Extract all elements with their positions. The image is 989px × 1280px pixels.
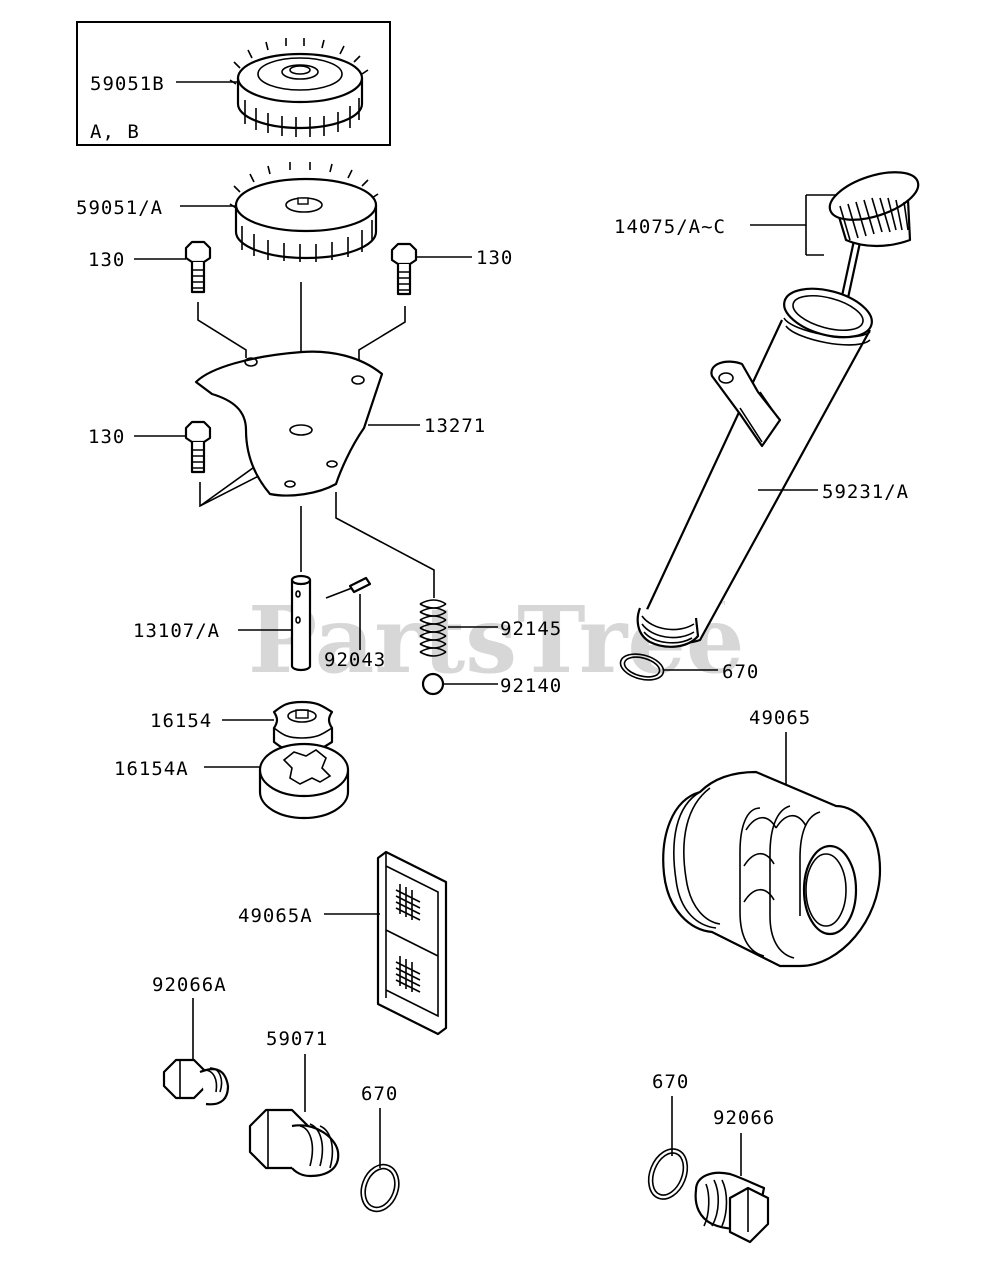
gear-59051[interactable] [229, 162, 379, 262]
label-13271[interactable]: 13271 [424, 415, 486, 437]
label-670-tube[interactable]: 670 [722, 661, 759, 683]
label-49065a[interactable]: 49065A [238, 905, 313, 927]
pin-92043[interactable] [348, 576, 372, 594]
bolt-130-right[interactable] [390, 242, 418, 296]
dipstick-14075[interactable] [824, 163, 924, 299]
label-59071[interactable]: 59071 [266, 1028, 328, 1050]
inset-box [76, 21, 391, 146]
label-59051-a[interactable]: 59051/A [76, 197, 163, 219]
label-92043[interactable]: 92043 [324, 649, 386, 671]
label-49065[interactable]: 49065 [749, 707, 811, 729]
label-670-bottom-left[interactable]: 670 [361, 1083, 398, 1105]
oil-filter-49065[interactable] [662, 770, 882, 968]
label-130-left[interactable]: 130 [88, 249, 125, 271]
o-ring-670-left[interactable] [355, 1159, 405, 1216]
fitting-59071[interactable] [248, 1108, 340, 1178]
label-13107-a[interactable]: 13107/A [133, 620, 220, 642]
label-670-bottom-right[interactable]: 670 [652, 1071, 689, 1093]
bolt-130-lower[interactable] [184, 420, 212, 474]
label-92145[interactable]: 92145 [500, 618, 562, 640]
plug-92066a[interactable] [162, 1058, 230, 1106]
label-14075[interactable]: 14075/A~C [614, 216, 726, 238]
label-59231-a[interactable]: 59231/A [822, 481, 909, 503]
inner-rotor-16154[interactable] [272, 700, 334, 754]
label-130-lower[interactable]: 130 [88, 426, 125, 448]
drain-plug-92066[interactable] [694, 1171, 770, 1244]
cover-plate-13271[interactable] [194, 350, 384, 497]
ball-92140[interactable] [421, 672, 445, 696]
label-92140[interactable]: 92140 [500, 675, 562, 697]
inset-note: A, B [90, 121, 140, 143]
label-16154[interactable]: 16154 [150, 710, 212, 732]
outer-rotor-16154a[interactable] [258, 742, 350, 820]
label-92066[interactable]: 92066 [713, 1107, 775, 1129]
label-16154a[interactable]: 16154A [114, 758, 189, 780]
shaft-13107-a[interactable] [290, 574, 312, 672]
label-130-right[interactable]: 130 [476, 247, 513, 269]
o-ring-670-tube[interactable] [618, 650, 667, 685]
gear-59051b[interactable] [229, 38, 369, 137]
o-ring-670-right[interactable] [642, 1143, 695, 1205]
bolt-130-left[interactable] [184, 240, 212, 294]
dipstick-tube-59231-a[interactable] [636, 280, 877, 648]
oil-screen-49065a[interactable] [376, 850, 448, 1036]
label-59051b[interactable]: 59051B [90, 73, 165, 95]
spring-92145[interactable] [419, 599, 447, 657]
label-92066a[interactable]: 92066A [152, 974, 227, 996]
